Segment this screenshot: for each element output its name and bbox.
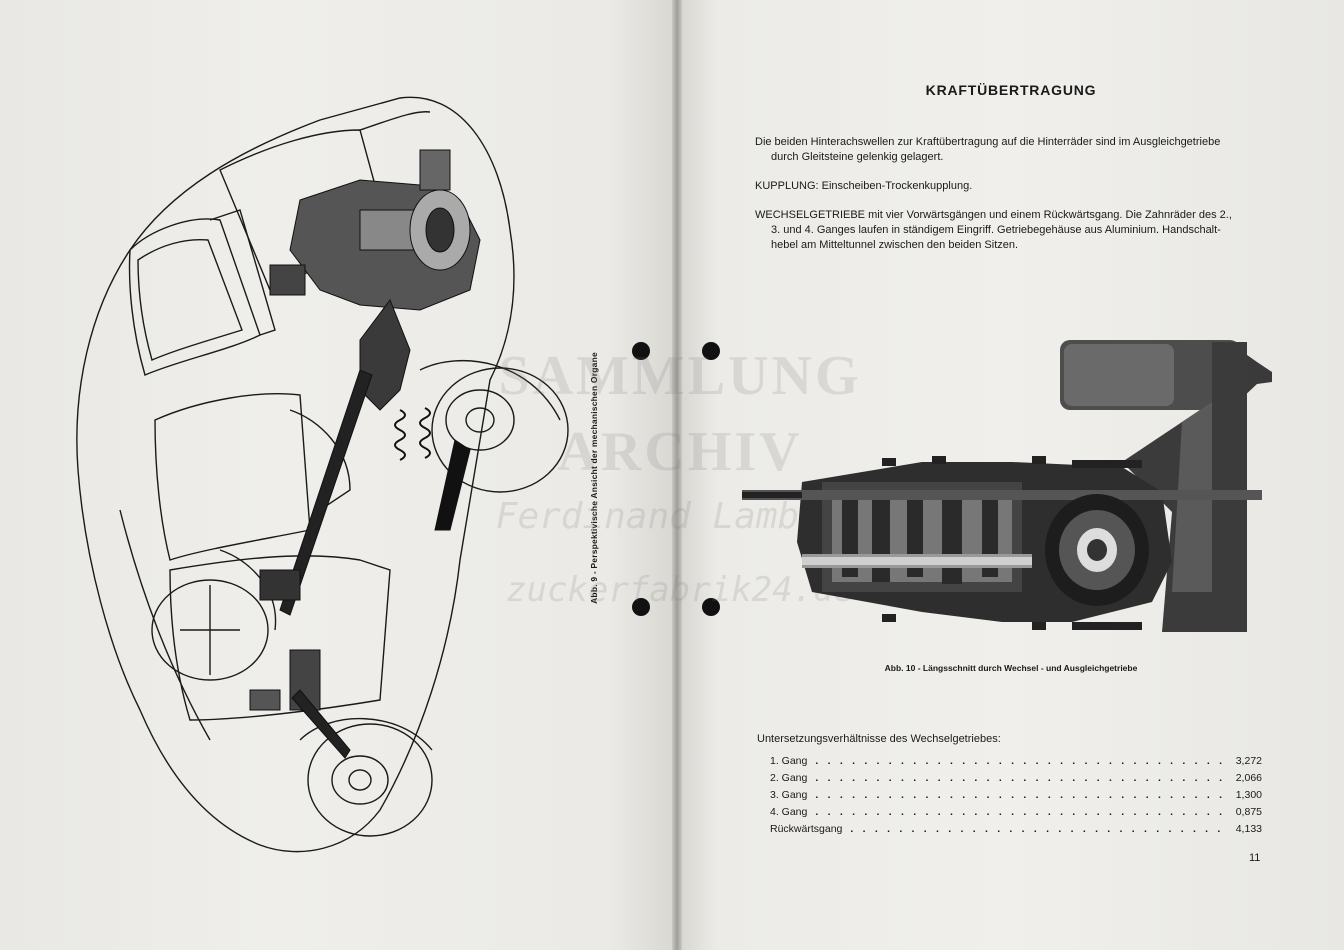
gearbox-cross-section-illustration [742, 340, 1272, 632]
ratio-row: 4. Gang . . . . . . . . . . . . . . . . … [770, 806, 1262, 823]
kupplung-label: KUPPLUNG: [755, 180, 819, 192]
punch-hole [702, 342, 720, 360]
leader-dots: . . . . . . . . . . . . . . . . . . . . … [815, 789, 1227, 801]
gear-ratio-value: 4,133 [1235, 823, 1262, 835]
leader-dots: . . . . . . . . . . . . . . . . . . . . … [815, 772, 1227, 784]
punch-hole [632, 342, 650, 360]
gear-label: 2. Gang [770, 772, 808, 784]
gear-ratio-value: 1,300 [1235, 789, 1262, 801]
wechsel-label: WECHSELGETRIEBE [755, 209, 866, 221]
gear-label: 3. Gang [770, 789, 808, 801]
kupplung-text: Einscheiben-Trockenkupplung. [821, 180, 973, 192]
punch-hole [632, 598, 650, 616]
wechsel-line: hebel am Mitteltunnel zwischen den beide… [771, 239, 1019, 251]
intro-line: Die beiden Hinterachswellen zur Kraftübe… [755, 136, 1221, 148]
gear-label: Rückwärtsgang [770, 823, 843, 835]
gear-label: 4. Gang [770, 806, 808, 818]
book-gutter [672, 0, 682, 950]
page-number: 11 [1249, 852, 1261, 864]
leader-dots: . . . . . . . . . . . . . . . . . . . . … [815, 806, 1227, 818]
wechselgetriebe-paragraph: WECHSELGETRIEBE mit vier Vorwärtsgängen … [755, 208, 1263, 253]
car-cutaway-illustration [76, 96, 569, 853]
ratio-row: Rückwärtsgang . . . . . . . . . . . . . … [770, 823, 1262, 840]
gear-ratio-value: 2,066 [1235, 772, 1262, 784]
ratio-row: 1. Gang . . . . . . . . . . . . . . . . … [770, 755, 1262, 772]
section-heading: KRAFTÜBERTRAGUNG [925, 82, 1097, 98]
gear-ratio-value: 3,272 [1235, 755, 1262, 767]
wechsel-line: 3. und 4. Ganges laufen in ständigem Ein… [771, 224, 1221, 236]
kupplung-paragraph: KUPPLUNG: Einscheiben-Trockenkupplung. [755, 179, 1263, 194]
wechsel-line: mit vier Vorwärtsgängen und einem Rückwä… [868, 209, 1232, 221]
ratio-table-title: Untersetzungsverhältnisse des Wechselget… [757, 733, 1001, 745]
leader-dots: . . . . . . . . . . . . . . . . . . . . … [815, 755, 1227, 767]
leader-dots: . . . . . . . . . . . . . . . . . . . . … [850, 823, 1227, 835]
ratio-row: 2. Gang . . . . . . . . . . . . . . . . … [770, 772, 1262, 789]
ratio-row: 3. Gang . . . . . . . . . . . . . . . . … [770, 789, 1262, 806]
gear-label: 1. Gang [770, 755, 808, 767]
gear-ratio-table: 1. Gang . . . . . . . . . . . . . . . . … [770, 755, 1262, 840]
intro-paragraph: Die beiden Hinterachswellen zur Kraftübe… [755, 135, 1263, 165]
intro-line: durch Gleitsteine gelenkig gelagert. [771, 151, 944, 163]
punch-hole [702, 598, 720, 616]
figure-10-caption: Abb. 10 - Längsschnitt durch Wechsel - u… [884, 663, 1138, 673]
gear-ratio-value: 0,875 [1235, 806, 1262, 818]
